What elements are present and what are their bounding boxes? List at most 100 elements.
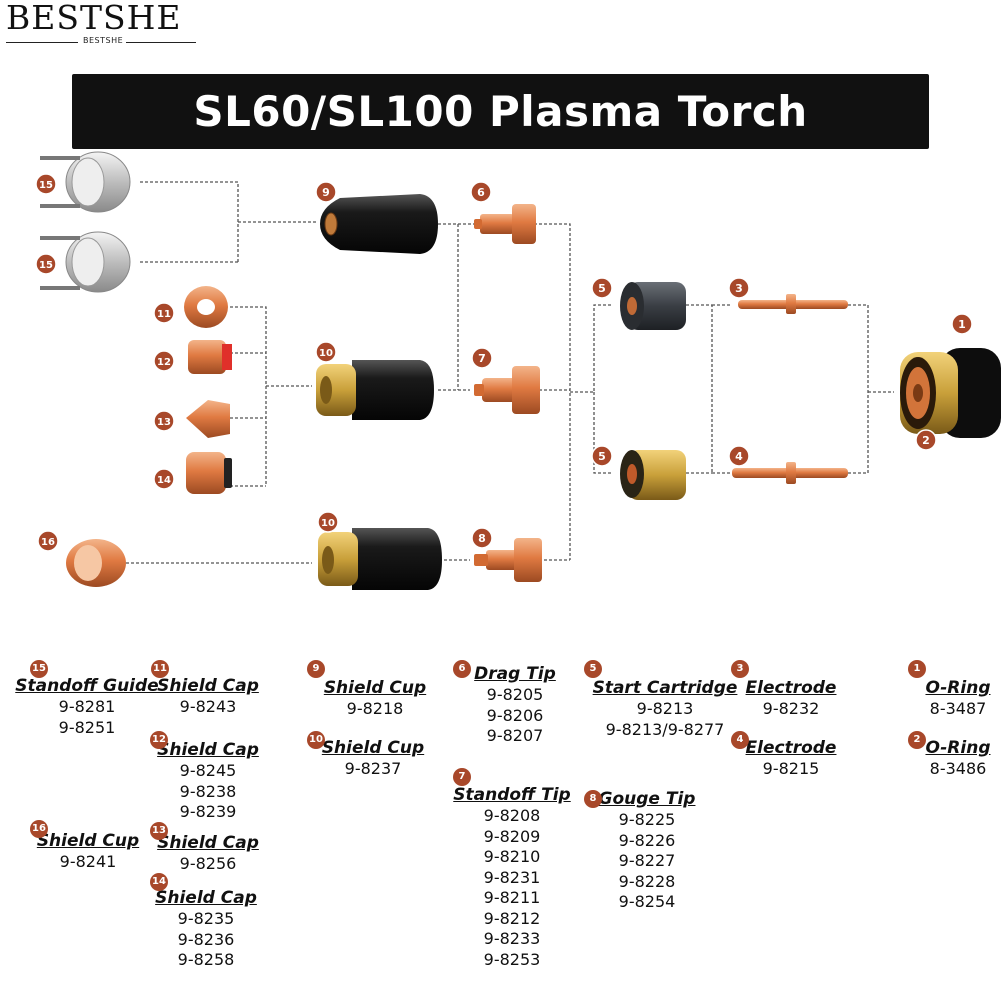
callout-number: 15: [39, 260, 53, 271]
legend-badge: 4: [731, 731, 749, 749]
callout-15: 15: [35, 253, 57, 275]
part-code: 9-8258: [177, 950, 235, 969]
legend-badge: 12: [150, 731, 168, 749]
callout-number: 6: [477, 186, 485, 199]
legend-badge: 15: [30, 660, 48, 678]
part-3-4-electrodes: [732, 294, 848, 484]
callout-3: 3: [728, 277, 750, 299]
part-name: Gouge Tip: [598, 789, 696, 809]
part-16-shield-cup: [66, 539, 126, 587]
brand-divider-right: [126, 42, 196, 43]
part-code: 9-8256: [179, 854, 237, 873]
part-name: Standoff Tip: [453, 785, 571, 805]
callout-6: 6: [470, 181, 492, 203]
part-code: 9-8208: [483, 806, 541, 825]
brand-divider-left: [6, 42, 78, 43]
part-code: 9-8205: [486, 685, 544, 704]
callout-16: 16: [37, 530, 59, 552]
legend-badge: 2: [908, 731, 926, 749]
callout-number: 4: [735, 450, 743, 463]
page-title: SL60/SL100 Plasma Torch Consumables: [193, 87, 808, 211]
part-11-12-13-14-shield-caps: [184, 286, 232, 494]
part-name: Shield Cap: [157, 833, 259, 853]
callout-number: 10: [319, 348, 333, 359]
legend-badge: 6: [453, 660, 471, 678]
part-code: 9-8245: [179, 761, 237, 780]
part-name: Shield Cap: [155, 888, 257, 908]
part-code: 9-8226: [618, 830, 676, 850]
part-code: 9-8212: [483, 908, 541, 928]
callout-number: 11: [157, 309, 171, 320]
legend-badge: 10: [307, 731, 325, 749]
part-name: Start Cartridge: [592, 678, 738, 698]
callout-number: 1: [958, 318, 966, 331]
callout-number: 10: [321, 518, 335, 529]
callout-number: 5: [598, 282, 606, 295]
part-code: 9-8251: [58, 717, 116, 737]
part-code: 9-8215: [762, 759, 820, 778]
callout-1: 1: [951, 313, 973, 335]
part-name: Electrode: [745, 678, 837, 698]
part-code: 9-8209: [483, 826, 541, 846]
callout-number: 7: [478, 352, 486, 365]
part-name: Shield Cup: [36, 831, 140, 851]
callout-number: 3: [735, 282, 743, 295]
callout-number: 5: [598, 450, 606, 463]
part-code: 9-8243: [179, 697, 237, 716]
part-code: 9-8227: [618, 851, 676, 870]
callout-4: 4: [728, 445, 750, 467]
part-5-start-cartridge: [620, 282, 686, 500]
legend-badge: 14: [150, 873, 168, 891]
brand-logo: BESTSHE BESTSHE: [4, 0, 199, 48]
legend-badge: 3: [731, 660, 749, 678]
callout-10: 10: [315, 341, 337, 363]
part-code: 9-8211: [483, 888, 541, 907]
part-6-drag-tip: [474, 204, 536, 244]
part-code: 9-8207: [486, 726, 544, 745]
callout-12: 12: [153, 350, 175, 372]
part-code: 9-8233: [483, 929, 541, 948]
part-code: 9-8225: [618, 810, 676, 829]
legend-badge: 1: [908, 660, 926, 678]
brand-name: BESTSHE: [6, 0, 182, 37]
brand-subtitle: BESTSHE: [83, 36, 124, 45]
part-name: Shield Cap: [157, 740, 259, 760]
part-8-gouge-tip: [474, 538, 542, 582]
part-code: 9-8239: [179, 802, 237, 821]
part-code: 9-8213/9-8277: [605, 719, 725, 739]
legend-badge: 11: [151, 660, 169, 678]
part-name: Shield Cup: [323, 678, 427, 698]
part-7-standoff-tip: [474, 366, 540, 414]
callout-13: 13: [153, 410, 175, 432]
part-code: 9-8237: [344, 759, 402, 778]
callout-5: 5: [591, 277, 613, 299]
legend-badge: 8: [584, 790, 602, 808]
callout-number: 13: [157, 417, 171, 428]
callout-number: 9: [322, 186, 330, 199]
callout-number: 12: [157, 357, 171, 368]
part-name: O-Ring: [925, 738, 991, 758]
legend-badge: 5: [584, 660, 602, 678]
part-code: 9-8213: [636, 699, 694, 718]
part-code: 9-8254: [618, 892, 676, 911]
callout-number: 16: [41, 537, 55, 548]
part-code: 9-8231: [483, 867, 541, 887]
callout-14: 14: [153, 468, 175, 490]
callout-15: 15: [35, 173, 57, 195]
part-15-standoff-guide: [40, 151, 131, 293]
legend-badge: 13: [150, 822, 168, 840]
